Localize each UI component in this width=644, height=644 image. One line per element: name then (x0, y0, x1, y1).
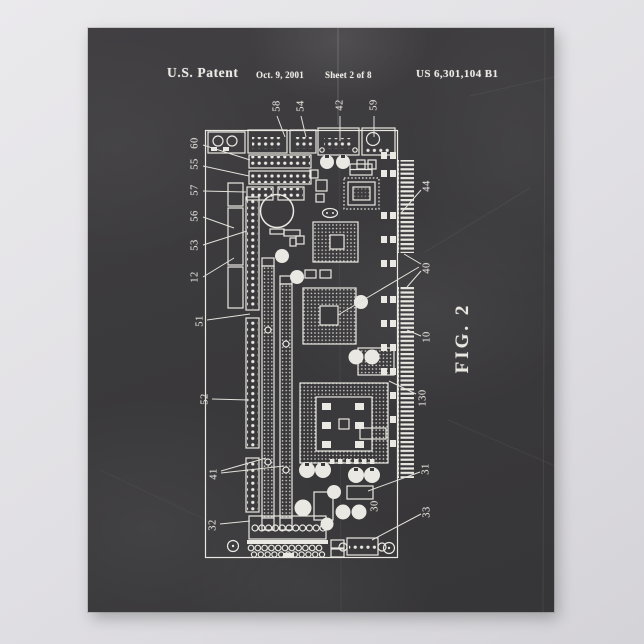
ref-label-130: 130 (417, 389, 429, 407)
ref-label-12: 12 (189, 271, 201, 283)
ref-label-54: 54 (295, 100, 307, 112)
cpu-socket (299, 382, 389, 464)
ref-label-33: 33 (421, 506, 433, 518)
ref-label-40: 40 (421, 262, 433, 274)
ref-label-56: 56 (189, 210, 201, 222)
ref-label-44: 44 (421, 180, 433, 192)
ref-label-52: 52 (199, 393, 211, 405)
bga-chip-small (312, 221, 359, 263)
ref-label-58: 58 (271, 100, 283, 112)
qfp-chip (343, 163, 380, 210)
patent-date: Oct. 9, 2001 (256, 70, 304, 80)
memory-slots (261, 257, 293, 531)
coin-battery (259, 193, 301, 247)
small-components (295, 159, 387, 521)
ref-label-32: 32 (207, 519, 219, 531)
voltage-regulator (346, 485, 374, 500)
pin-headers (246, 154, 312, 201)
figure-caption: FIG. 2 (452, 302, 473, 374)
ref-label-41: 41 (208, 468, 220, 480)
ref-label-42: 42 (334, 99, 346, 111)
bottom-connectors (226, 515, 396, 558)
ref-label-31: 31 (420, 463, 432, 475)
patent-sheet: Sheet 2 of 8 (325, 70, 372, 80)
leader-lines (202, 115, 422, 541)
ref-label-30: 30 (369, 500, 381, 512)
ref-label-59: 59 (368, 99, 380, 111)
edge-pads (381, 152, 396, 447)
ref-label-53: 53 (189, 239, 201, 251)
top-connectors (207, 127, 396, 156)
ref-label-55: 55 (189, 158, 201, 170)
ref-label-57: 57 (189, 184, 201, 196)
ref-label-60: 60 (189, 137, 201, 149)
capacitors (275, 155, 380, 531)
ref-label-51: 51 (194, 315, 206, 327)
ref-label-10: 10 (421, 331, 433, 343)
patent-number: US 6,301,104 B1 (416, 68, 499, 80)
patent-title: U.S. Patent (167, 65, 239, 80)
left-io-connectors (227, 182, 260, 513)
chalk-scratches (99, 27, 621, 613)
bga-chip-large (302, 287, 357, 345)
